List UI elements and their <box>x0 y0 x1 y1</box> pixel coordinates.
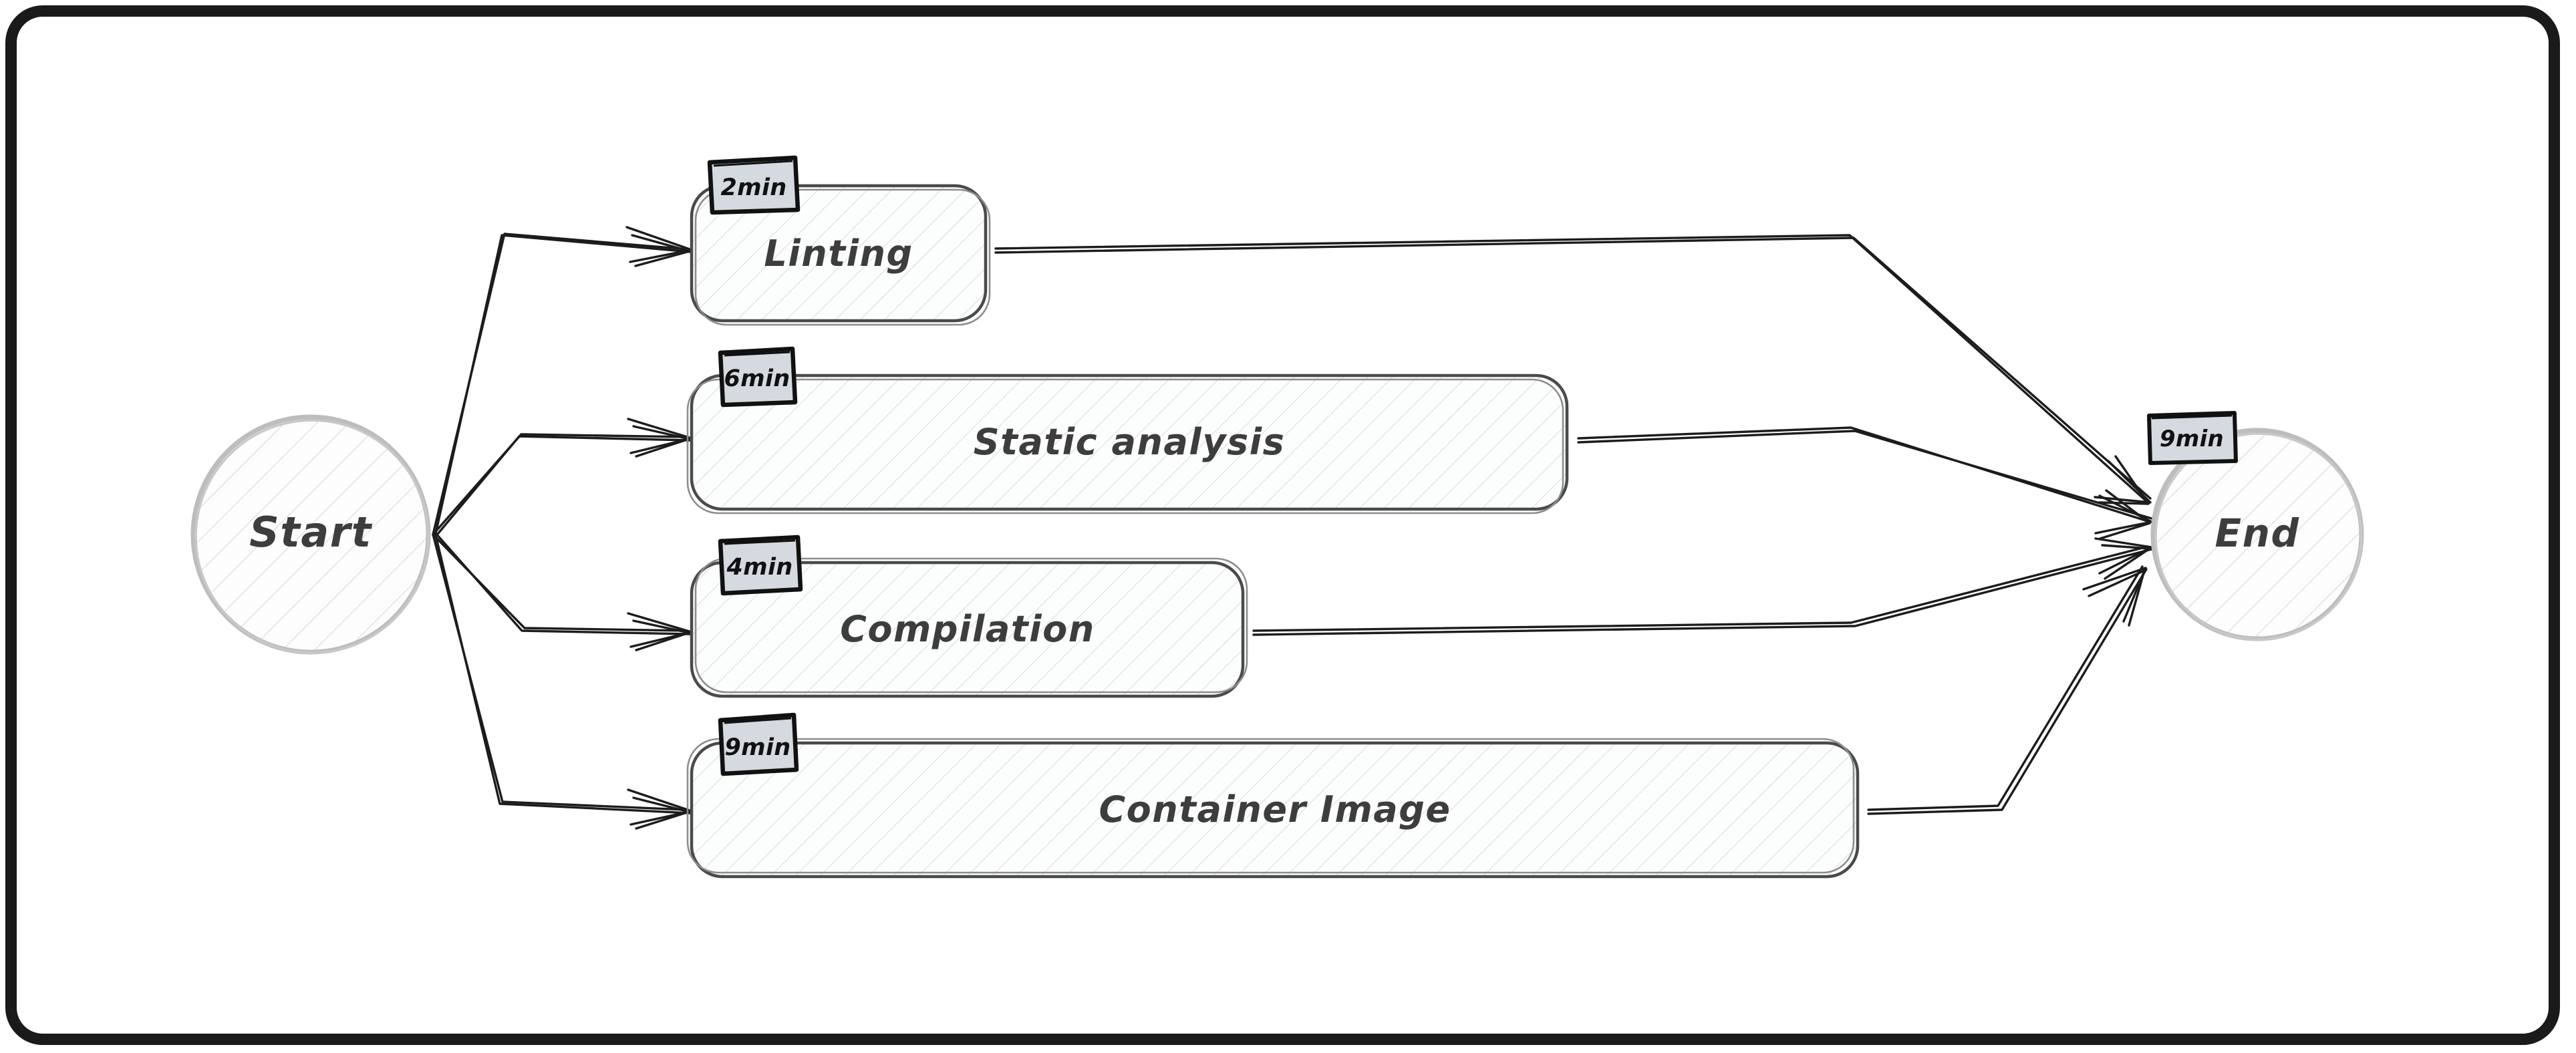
edge-static-to-end <box>1577 426 2153 540</box>
edge-start-to-linting <box>432 226 693 538</box>
edges-to-end <box>994 234 2153 815</box>
task-node-linting[interactable]: Linting 2min <box>690 155 991 326</box>
task-node-static-analysis-outline <box>690 373 1569 511</box>
end-node[interactable]: End 9min <box>2147 411 2364 641</box>
task-node-linting-outline-sketch <box>694 188 991 326</box>
task-node-compilation-outline <box>690 561 1245 698</box>
edge-start-to-static-analysis <box>432 418 693 539</box>
task-node-static-analysis-badge-label: 6min <box>724 365 791 392</box>
task-node-container-image[interactable]: Container Image 9min <box>686 712 1860 879</box>
task-node-static-analysis[interactable]: Static analysis 6min <box>686 346 1569 514</box>
task-node-static-analysis-outline-sketch <box>686 378 1564 514</box>
task-node-container-image-badge: 9min <box>718 712 799 776</box>
task-node-linting-badge-label: 2min <box>721 174 787 201</box>
end-node-outline-sketch <box>2154 432 2363 641</box>
task-node-static-analysis-badge: 6min <box>718 346 798 408</box>
start-node-label: Start <box>249 508 373 557</box>
task-node-linting-label: Linting <box>764 233 913 275</box>
task-node-container-image-outline <box>690 741 1860 879</box>
task-node-linting-outline <box>690 184 988 323</box>
task-node-compilation-label: Compilation <box>840 608 1095 650</box>
edge-start-to-container-image <box>432 531 693 830</box>
task-node-static-analysis-label: Static analysis <box>974 421 1286 463</box>
task-node-container-image-outline-sketch <box>686 738 1855 874</box>
end-node-badge: 9min <box>2147 411 2238 465</box>
task-node-compilation-outline-sketch <box>694 557 1248 694</box>
edge-container-to-end <box>1867 565 2148 815</box>
start-node-outline-sketch <box>194 419 430 654</box>
edge-compilation-to-end <box>1252 537 2153 636</box>
edge-start-to-compilation <box>432 531 693 651</box>
task-node-compilation[interactable]: Compilation 4min <box>690 535 1248 698</box>
task-node-linting-badge: 2min <box>707 155 801 215</box>
end-node-badge-label: 9min <box>2160 426 2224 452</box>
end-node-label: End <box>2215 510 2300 556</box>
task-node-container-image-badge-label: 9min <box>725 734 791 761</box>
start-node[interactable]: Start <box>190 414 431 655</box>
task-node-compilation-badge-label: 4min <box>726 554 793 581</box>
task-node-container-image-label: Container Image <box>1099 788 1451 831</box>
edges-from-start <box>432 226 693 830</box>
task-node-compilation-badge: 4min <box>718 535 803 596</box>
